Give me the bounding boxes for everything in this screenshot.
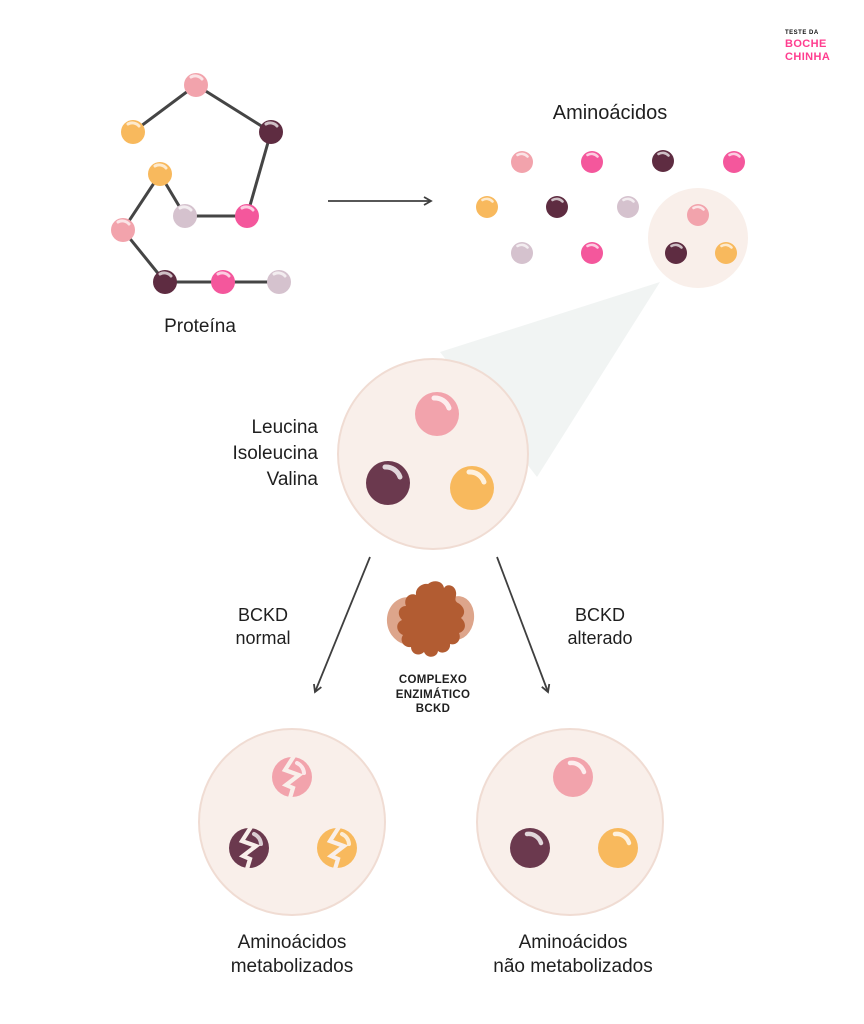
label-line: normal bbox=[235, 628, 291, 648]
amino-acid-dot bbox=[146, 160, 174, 188]
amino-acid-ball bbox=[598, 828, 638, 868]
amino-acid-dot bbox=[713, 240, 739, 266]
valina-ball bbox=[450, 466, 494, 510]
brand-logo-mid: BOCHE bbox=[785, 37, 827, 50]
brand-logo-top: TESTE DA bbox=[785, 30, 819, 36]
isoleucina-ball bbox=[366, 461, 410, 505]
amino-acid-dot bbox=[509, 149, 535, 175]
amino-acid-dot bbox=[544, 194, 570, 220]
enzyme-blob-dark bbox=[397, 581, 465, 657]
label-line: Aminoácidos bbox=[518, 932, 628, 953]
amino-acid-ball bbox=[510, 828, 550, 868]
label-line: COMPLEXO bbox=[398, 674, 468, 686]
bckd-normal-label: BCKD normal bbox=[193, 604, 333, 650]
not-metabolized-circle-bg bbox=[476, 728, 664, 916]
metabolized-circle bbox=[198, 728, 386, 916]
label-line: BCKD bbox=[237, 605, 288, 625]
label-line: BCKD bbox=[574, 605, 625, 625]
amino-acid-dot bbox=[579, 149, 605, 175]
bcaa-labels: Leucina Isoleucina Valina bbox=[150, 415, 318, 493]
amino-acid-dot bbox=[171, 202, 199, 230]
amino-acid-dot bbox=[257, 118, 285, 146]
bckd-altered-label: BCKD alterado bbox=[529, 604, 671, 650]
amino-acid-dot bbox=[721, 149, 747, 175]
amino-acid-dot bbox=[233, 202, 261, 230]
label-line: alterado bbox=[567, 628, 633, 648]
valina-label: Valina bbox=[266, 469, 318, 490]
highlight-circle bbox=[648, 188, 748, 288]
amino-acid-dot bbox=[151, 268, 179, 296]
amino-acid-dot bbox=[109, 216, 137, 244]
label-line: Aminoácidos bbox=[237, 932, 347, 953]
arrow-down-left-icon bbox=[313, 556, 371, 694]
amino-acid-dot bbox=[615, 194, 641, 220]
amino-acid-dot bbox=[509, 240, 535, 266]
not-metabolized-label: Aminoácidos não metabolizados bbox=[448, 931, 698, 979]
metabolized-label: Aminoácidos metabolizados bbox=[177, 931, 407, 979]
amino-acid-dot bbox=[663, 240, 689, 266]
amino-acid-ball bbox=[553, 757, 593, 797]
amino-acid-dot bbox=[685, 202, 711, 228]
protein-label: Proteína bbox=[164, 316, 236, 337]
amino-acid-dot bbox=[650, 148, 676, 174]
brand-logo: TESTE DA BOCHE CHINHA bbox=[785, 30, 830, 63]
arrow-down-right-icon bbox=[496, 556, 551, 694]
magnified-circle bbox=[337, 358, 529, 550]
amino-acid-dot bbox=[474, 194, 500, 220]
magnified-circle-bg bbox=[337, 358, 529, 550]
not-metabolized-circle bbox=[476, 728, 664, 916]
amino-acids-title: Aminoácidos bbox=[552, 102, 668, 124]
leucina-ball bbox=[415, 392, 459, 436]
amino-acid-dot bbox=[182, 71, 210, 99]
amino-acid-dot bbox=[119, 118, 147, 146]
amino-acid-dot bbox=[265, 268, 293, 296]
brand-logo-bottom: CHINHA bbox=[785, 51, 831, 63]
label-line: metabolizados bbox=[230, 956, 354, 977]
label-line: BCKD bbox=[415, 703, 451, 715]
isoleucina-label: Isoleucina bbox=[232, 443, 318, 464]
protein-chain-line bbox=[121, 83, 281, 284]
amino-acid-dot bbox=[209, 268, 237, 296]
magnifier-source-circle bbox=[648, 188, 748, 288]
leucina-label: Leucina bbox=[251, 417, 318, 438]
label-line: não metabolizados bbox=[493, 956, 653, 977]
label-line: ENZIMÁTICO bbox=[395, 688, 471, 701]
enzyme-complex-label: COMPLEXO ENZIMÁTICO BCKD bbox=[353, 673, 513, 717]
magnifier-beam bbox=[440, 282, 660, 477]
amino-acid-dot bbox=[579, 240, 605, 266]
protein-chain bbox=[109, 71, 293, 296]
enzyme-blob bbox=[386, 581, 475, 657]
